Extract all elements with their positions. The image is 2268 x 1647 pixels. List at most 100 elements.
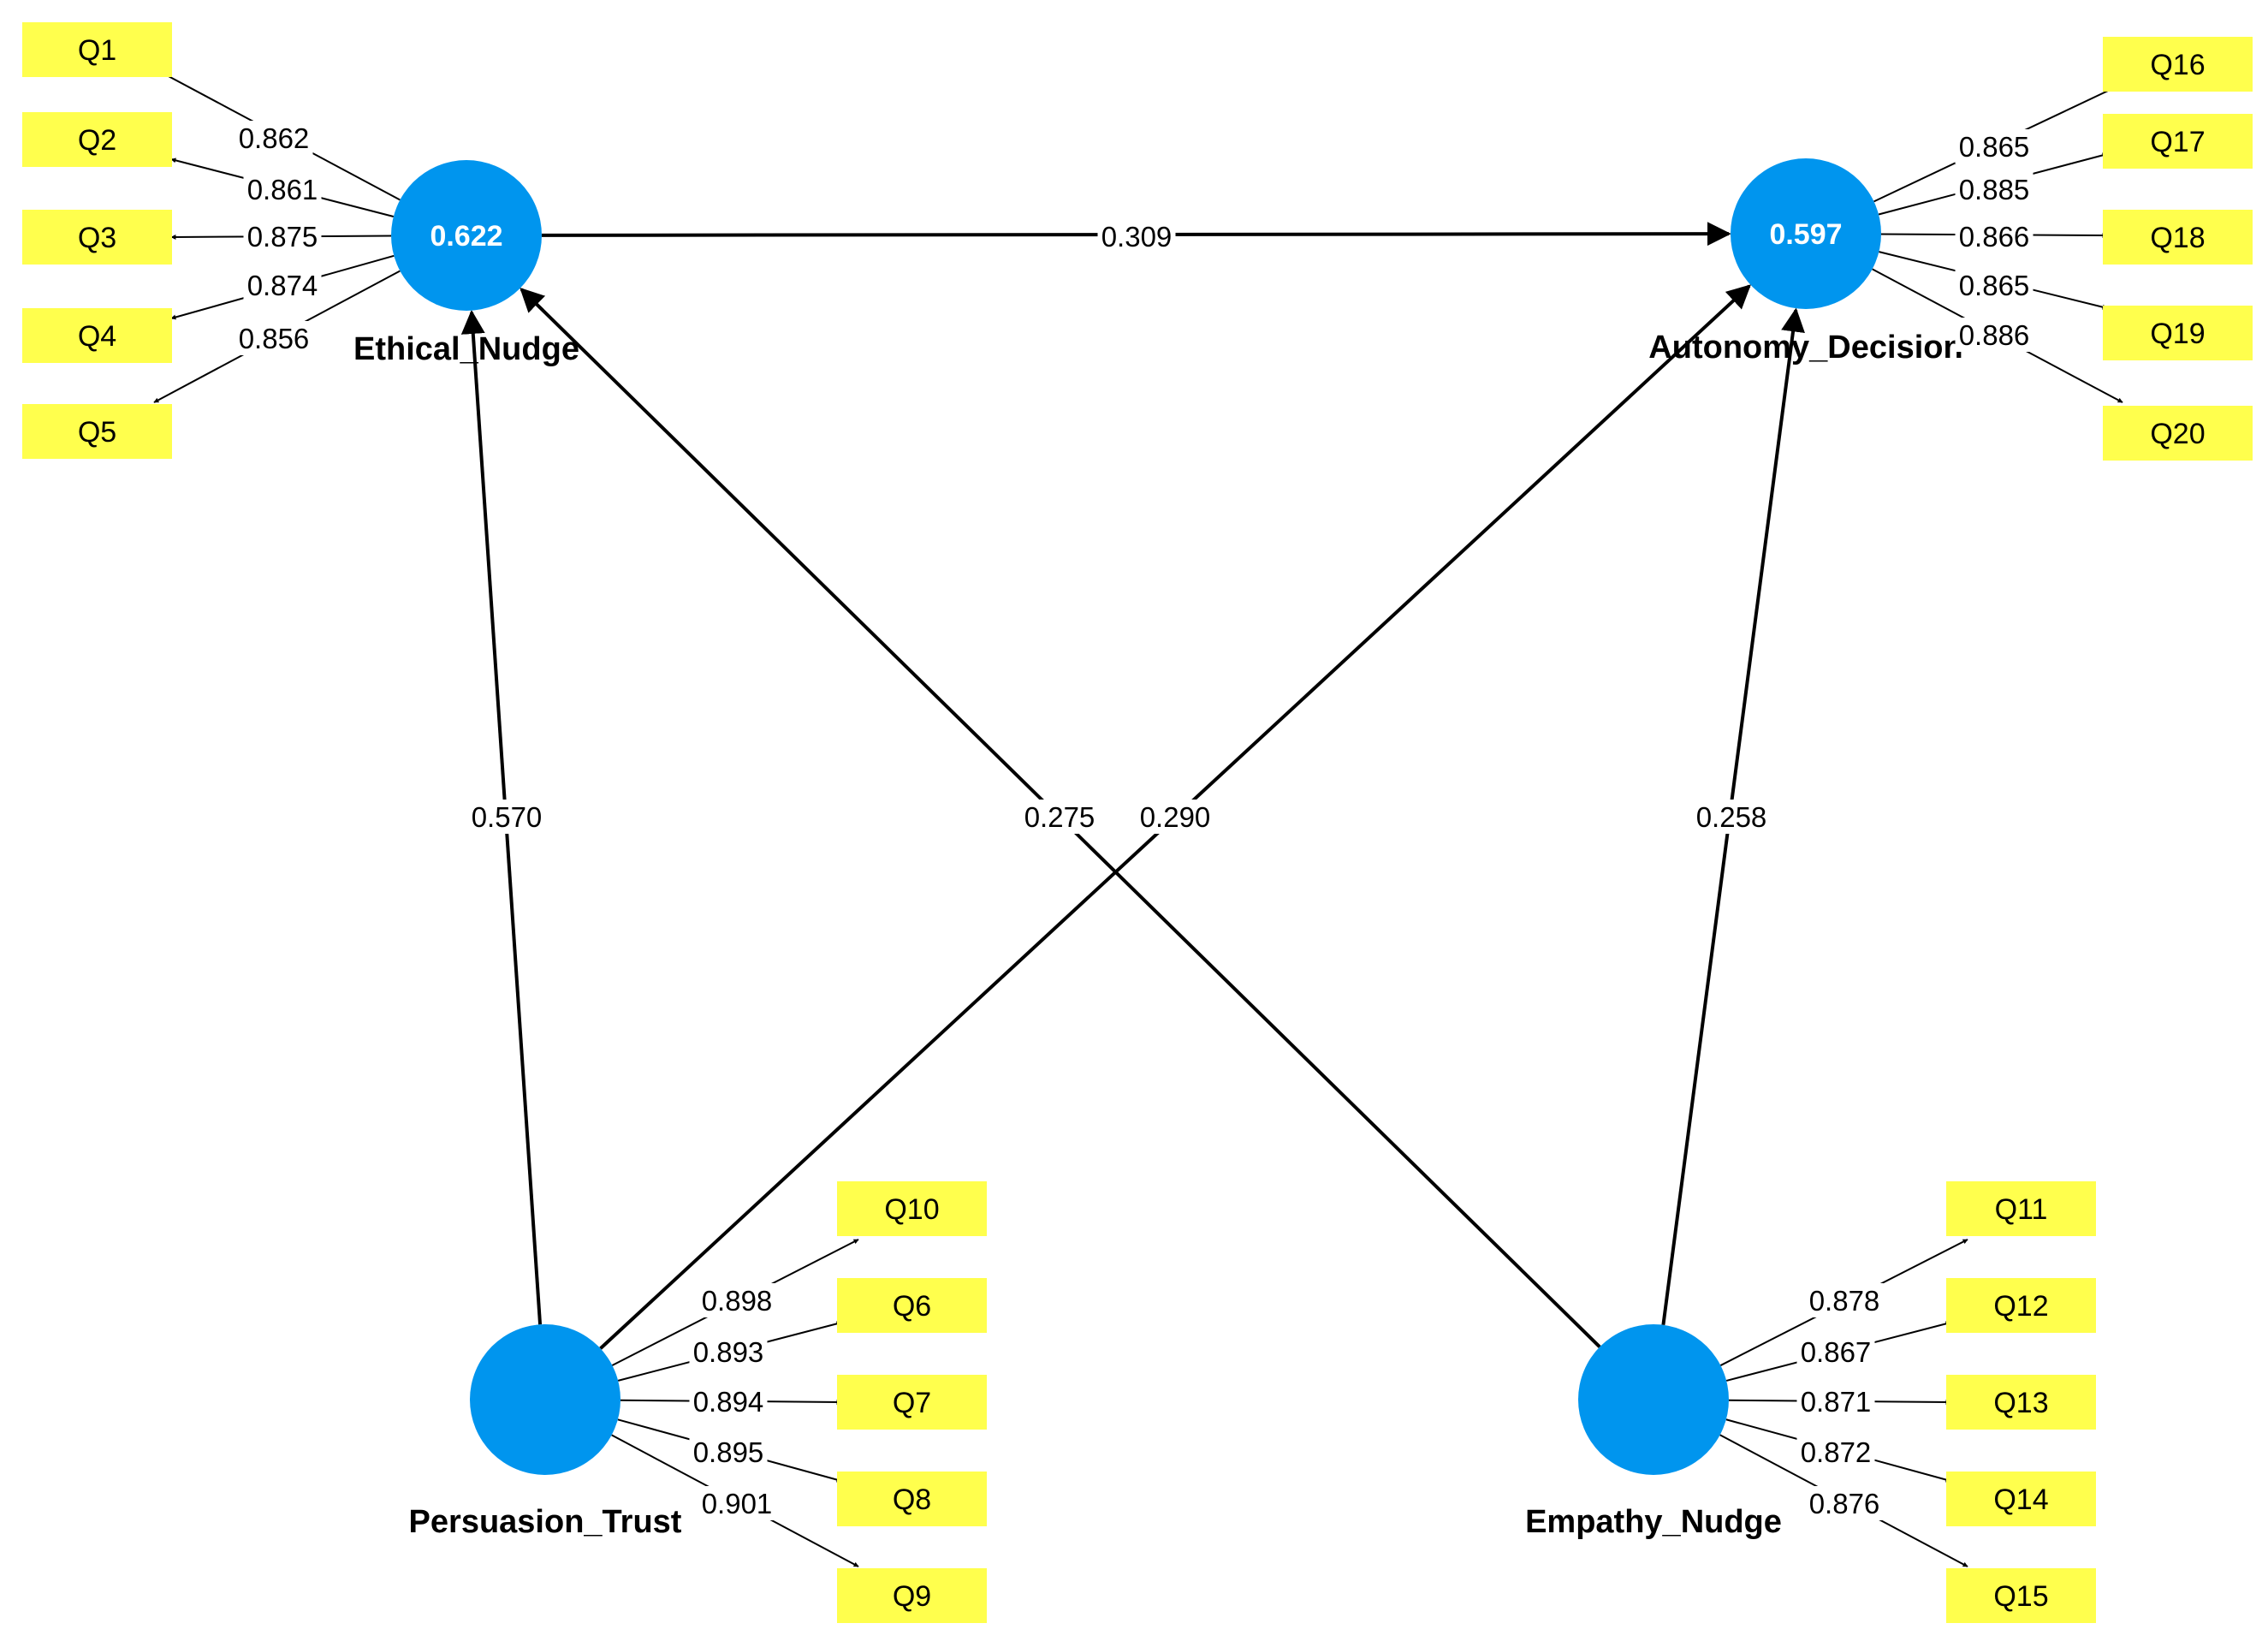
loading-value-Q9-group: 0.901	[698, 1486, 776, 1520]
indicator-label: Q7	[893, 1387, 931, 1419]
indicator-box	[837, 1375, 987, 1430]
indicator-label: Q16	[2150, 49, 2205, 81]
loading-value-Q8-bg	[689, 1435, 768, 1469]
indicator-box	[837, 1278, 987, 1333]
indicator-label: Q5	[78, 416, 116, 449]
construct-name: Empathy_Nudge	[1525, 1504, 1782, 1540]
loading-value-Q18-group: 0.866	[1955, 219, 2033, 253]
construct-name: Persuasion_Trust	[409, 1504, 682, 1540]
loading-value-Q10: 0.898	[702, 1285, 773, 1317]
indicator-Q1[interactable]: Q1	[22, 22, 172, 77]
loading-value-Q12-group: 0.867	[1796, 1335, 1875, 1369]
loading-value-Q2-group: 0.861	[243, 172, 322, 206]
indicator-box	[22, 22, 172, 77]
indicator-label: Q3	[78, 222, 116, 254]
loading-value-Q3-bg	[243, 219, 322, 253]
indicator-Q10[interactable]: Q10	[837, 1181, 987, 1236]
loading-value-Q15: 0.876	[1809, 1488, 1880, 1519]
indicator-label: Q13	[1993, 1387, 2048, 1419]
loading-value-Q10-bg	[698, 1283, 776, 1317]
indicator-Q15[interactable]: Q15	[1946, 1568, 2096, 1623]
loading-value-Q3: 0.875	[247, 221, 318, 253]
construct-persuasion[interactable]: Persuasion_Trust	[409, 1324, 682, 1540]
indicator-Q9[interactable]: Q9	[837, 1568, 987, 1623]
indicator-label: Q8	[893, 1483, 931, 1516]
indicator-label: Q12	[1993, 1290, 2048, 1323]
loading-value-Q13-group: 0.871	[1796, 1384, 1875, 1418]
loading-value-Q5-bg	[235, 321, 313, 355]
indicator-Q19[interactable]: Q19	[2103, 306, 2253, 360]
indicator-Q14[interactable]: Q14	[1946, 1472, 2096, 1526]
loading-value-Q13: 0.871	[1801, 1386, 1872, 1418]
loading-value-Q2-bg	[243, 172, 322, 206]
path-coefficient-empathy-ethical-group: 0.275	[1020, 800, 1099, 834]
construct-name: Ethical_Nudge	[353, 331, 579, 367]
loading-value-Q16-group: 0.865	[1955, 129, 2033, 164]
path-coefficient-empathy-autonomy-group: 0.258	[1692, 800, 1771, 834]
path-coefficient-empathy-autonomy-bg	[1692, 800, 1771, 834]
indicator-box	[2103, 210, 2253, 265]
loading-value-Q1-bg	[235, 121, 313, 155]
path-coefficient-persuasion-ethical-bg	[467, 800, 546, 834]
construct-circle	[470, 1324, 620, 1475]
indicator-box	[2103, 114, 2253, 169]
loading-value-Q5-group: 0.856	[235, 321, 313, 355]
indicator-box	[1946, 1568, 2096, 1623]
indicator-box	[2103, 37, 2253, 92]
path-coefficient-persuasion-ethical: 0.570	[472, 801, 543, 833]
indicator-Q2[interactable]: Q2	[22, 112, 172, 167]
path-coefficient-empathy-ethical: 0.275	[1024, 801, 1095, 833]
indicator-box	[1946, 1375, 2096, 1430]
indicator-Q8[interactable]: Q8	[837, 1472, 987, 1526]
indicator-box	[22, 308, 172, 363]
path-coefficient-persuasion-ethical-group: 0.570	[467, 800, 546, 834]
path-coefficient-ethical-autonomy-bg	[1097, 219, 1176, 253]
indicator-Q16[interactable]: Q16	[2103, 37, 2253, 92]
loading-value-Q9-bg	[698, 1486, 776, 1520]
indicator-label: Q9	[893, 1580, 931, 1613]
indicator-Q11[interactable]: Q11	[1946, 1181, 2096, 1236]
loading-value-Q17: 0.885	[1959, 174, 2030, 205]
loading-value-Q14: 0.872	[1801, 1436, 1872, 1468]
path-coefficient-persuasion-autonomy: 0.290	[1140, 801, 1211, 833]
indicator-label: Q15	[1993, 1580, 2048, 1613]
construct-empathy[interactable]: Empathy_Nudge	[1525, 1324, 1782, 1540]
indicator-Q13[interactable]: Q13	[1946, 1375, 2096, 1430]
indicator-label: Q14	[1993, 1483, 2048, 1516]
indicator-box	[2103, 406, 2253, 461]
loading-value-Q17-group: 0.885	[1955, 172, 2033, 206]
loading-value-Q13-bg	[1796, 1384, 1875, 1418]
loading-value-Q6-bg	[689, 1335, 768, 1369]
indicator-Q6[interactable]: Q6	[837, 1278, 987, 1333]
indicator-Q7[interactable]: Q7	[837, 1375, 987, 1430]
indicator-Q20[interactable]: Q20	[2103, 406, 2253, 461]
loading-value-Q6-group: 0.893	[689, 1335, 768, 1369]
indicator-Q18[interactable]: Q18	[2103, 210, 2253, 265]
path-coefficient-empathy-autonomy: 0.258	[1696, 801, 1767, 833]
indicator-label: Q6	[893, 1290, 931, 1323]
indicator-Q5[interactable]: Q5	[22, 404, 172, 459]
loading-value-Q8: 0.895	[693, 1436, 764, 1468]
indicator-label: Q4	[78, 320, 116, 353]
indicator-Q17[interactable]: Q17	[2103, 114, 2253, 169]
indicator-box	[837, 1181, 987, 1236]
loading-value-Q19-group: 0.865	[1955, 268, 2033, 302]
loading-value-Q15-bg	[1805, 1486, 1884, 1520]
indicator-box	[837, 1568, 987, 1623]
loading-value-Q4: 0.874	[247, 270, 318, 301]
loading-value-Q2: 0.861	[247, 174, 318, 205]
indicator-box	[2103, 306, 2253, 360]
indicator-Q12[interactable]: Q12	[1946, 1278, 2096, 1333]
indicator-Q3[interactable]: Q3	[22, 210, 172, 265]
loading-value-Q14-group: 0.872	[1796, 1435, 1875, 1469]
loading-value-Q7-bg	[689, 1384, 768, 1418]
loading-value-Q14-bg	[1796, 1435, 1875, 1469]
indicator-Q4[interactable]: Q4	[22, 308, 172, 363]
path-coefficient-ethical-autonomy-group: 0.309	[1097, 219, 1176, 253]
indicator-box	[22, 112, 172, 167]
loading-value-Q18: 0.866	[1959, 221, 2030, 253]
